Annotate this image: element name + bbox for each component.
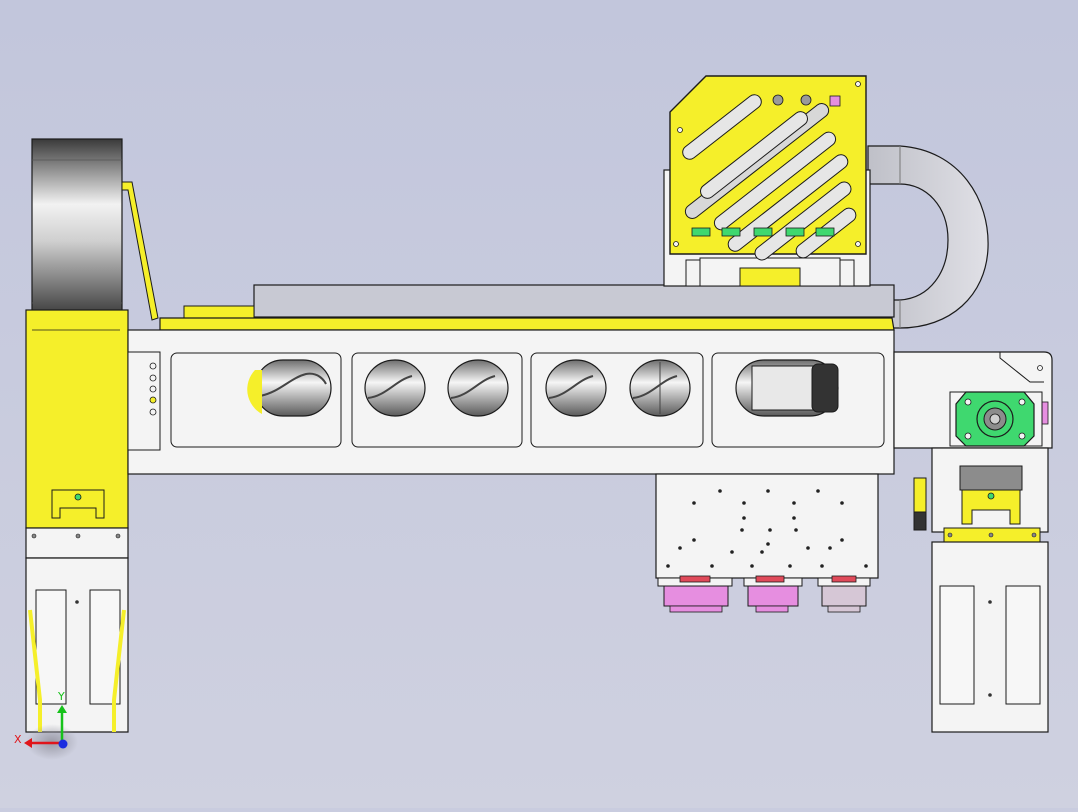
screw-window-1 <box>247 359 332 417</box>
nut-window <box>735 359 839 417</box>
tool-head-2 <box>743 575 803 613</box>
x-axis-label: X <box>14 733 22 746</box>
tool-head-cluster <box>657 575 871 613</box>
screw-window-5 <box>629 359 691 417</box>
z-axis-guard <box>669 75 867 261</box>
y-axis-label: Y <box>57 690 65 703</box>
tool-head-1 <box>657 575 733 613</box>
left-leg <box>25 309 129 733</box>
right-bearing-block <box>949 391 1049 447</box>
right-leg <box>913 447 1049 733</box>
left-motor <box>31 138 159 326</box>
screw-window-2 <box>364 359 426 417</box>
tool-head-3 <box>817 575 871 613</box>
drag-chain <box>867 145 989 329</box>
main-beam <box>127 284 1053 475</box>
z-axis-dot <box>58 739 68 749</box>
coordinate-triad: X Y <box>14 690 78 760</box>
screw-window-4 <box>545 359 607 417</box>
carriage-plate <box>655 473 879 579</box>
screw-window-3 <box>447 359 509 417</box>
